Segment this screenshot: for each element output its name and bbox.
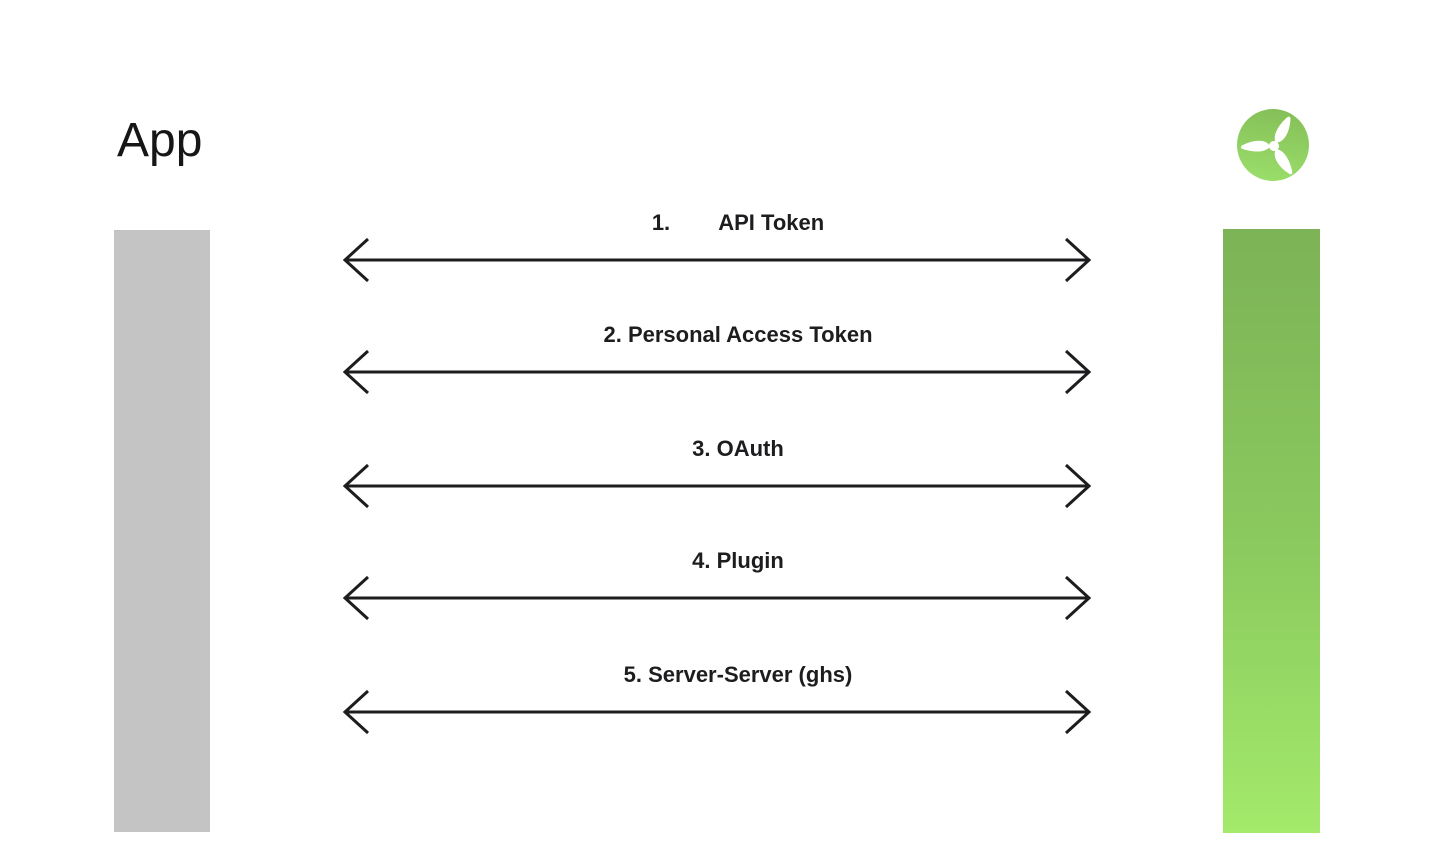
service-column-bar	[1223, 229, 1320, 833]
connection-row-oauth: 3. OAuth	[340, 436, 1094, 514]
connection-label: 4. Plugin	[692, 548, 784, 573]
connection-label: 2. Personal Access Token	[603, 322, 873, 347]
double-arrow-icon	[342, 575, 1092, 621]
double-arrow-icon	[342, 349, 1092, 395]
app-title: App	[117, 114, 203, 167]
green-turbine-logo-icon	[1237, 109, 1309, 181]
double-arrow-icon	[342, 237, 1092, 283]
turbine-logo-svg	[1237, 109, 1309, 181]
connection-row-api-token: 1. API Token	[340, 210, 1094, 288]
connection-label: 3. OAuth	[692, 436, 784, 461]
connection-label: 5. Server-Server (ghs)	[623, 662, 853, 687]
connection-row-personal-access-token: 2. Personal Access Token	[340, 322, 1094, 400]
double-arrow-icon	[342, 689, 1092, 735]
app-column-bar	[114, 230, 210, 832]
connection-label: 1. API Token	[651, 210, 825, 235]
connection-row-plugin: 4. Plugin	[340, 548, 1094, 626]
double-arrow-icon	[342, 463, 1092, 509]
connection-row-server-server: 5. Server-Server (ghs)	[340, 662, 1094, 740]
